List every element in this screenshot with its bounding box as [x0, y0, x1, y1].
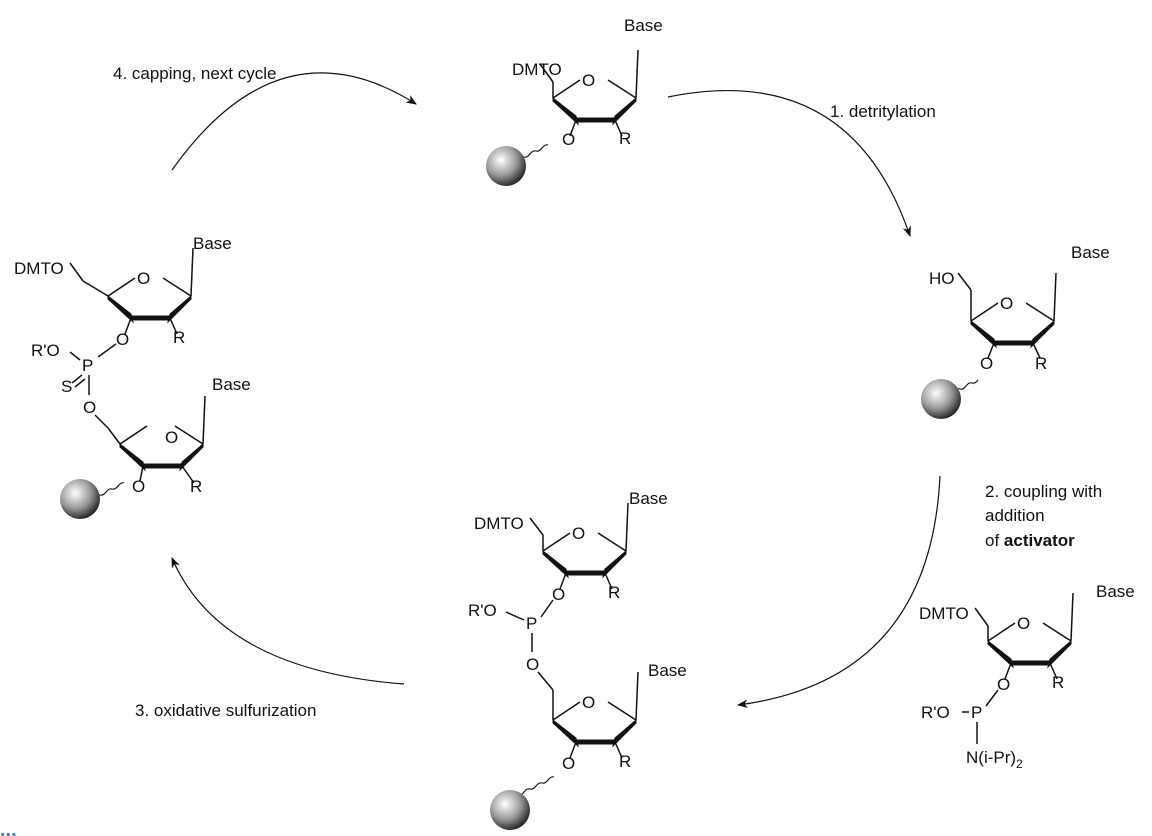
- r-prime-o-label: R'O: [468, 601, 497, 620]
- oxygen-3prime: O: [132, 477, 145, 496]
- r-substituent: R: [190, 477, 202, 496]
- dmto-label: DMTO: [512, 60, 562, 79]
- ring-oxygen: O: [1000, 294, 1013, 313]
- coupling-of-text: of: [985, 531, 1004, 550]
- arrow-coupling: [736, 475, 941, 709]
- molecule-support-bound-nucleoside: DMTO O Base O R: [486, 16, 663, 186]
- r-substituent: R: [173, 328, 185, 347]
- step-coupling-label-line2: addition: [985, 506, 1045, 525]
- sulfur: S: [61, 377, 72, 396]
- arrow-detritylation: [667, 90, 911, 238]
- r-prime-o-label: R'O: [31, 341, 60, 360]
- oxygen-3prime: O: [552, 585, 565, 604]
- oxygen-3prime: O: [997, 675, 1010, 694]
- phosphorus: P: [526, 614, 537, 633]
- molecule-phosphorothioate-dimer: DMTO O Base O R P R'O S O O Base O R: [14, 234, 251, 519]
- oxygen-3prime: O: [562, 130, 575, 149]
- ring-oxygen: O: [572, 524, 585, 543]
- r-substituent: R: [619, 752, 631, 771]
- solid-support-bead: [60, 479, 100, 519]
- solid-support-bead: [486, 146, 526, 186]
- molecule-detritylated-nucleoside: HO O Base O R: [921, 243, 1110, 419]
- oxygen-3prime: O: [562, 754, 575, 773]
- cropped-corner-text: ...: [0, 824, 17, 836]
- dmto-label: DMTO: [919, 604, 969, 623]
- base-label: Base: [629, 489, 668, 508]
- oxygen-linker: O: [83, 398, 96, 417]
- ring-oxygen: O: [137, 269, 150, 288]
- base-label: Base: [1071, 243, 1110, 262]
- ring-oxygen: O: [582, 693, 595, 712]
- oxygen-3prime: O: [116, 330, 129, 349]
- base-label: Base: [1096, 582, 1135, 601]
- amine-label: N(i-Pr)2: [966, 748, 1023, 771]
- ring-oxygen: O: [1017, 614, 1030, 633]
- dmto-label: DMTO: [14, 259, 64, 278]
- dmto-label: DMTO: [474, 514, 524, 533]
- oxygen-3prime: O: [980, 354, 993, 373]
- step-detritylation-label: 1. detritylation: [830, 102, 936, 121]
- base-label: Base: [212, 375, 251, 394]
- molecule-phosphite-dimer: DMTO O Base O R P R'O O O Base O R: [468, 489, 687, 830]
- r-substituent: R: [608, 583, 620, 602]
- base-label: Base: [648, 661, 687, 680]
- step-sulfurization-label: 3. oxidative sulfurization: [135, 701, 316, 720]
- step-coupling-label-line3: of activator: [985, 531, 1075, 550]
- ho-label: HO: [929, 269, 955, 288]
- base-label: Base: [624, 16, 663, 35]
- r-prime-o-label: R'O: [921, 703, 950, 722]
- step-coupling-label-line1: 2. coupling with: [985, 482, 1102, 501]
- base-label: Base: [193, 234, 232, 253]
- arrow-capping: [171, 72, 417, 171]
- ring-oxygen: O: [165, 428, 178, 447]
- oxygen-linker: O: [526, 655, 539, 674]
- r-substituent: R: [1035, 354, 1047, 373]
- r-substituent: R: [1052, 673, 1064, 692]
- ring-oxygen: O: [582, 71, 595, 90]
- arrow-sulfurization: [171, 557, 405, 685]
- molecule-phosphoramidite: DMTO O Base O R P R'O N(i-Pr)2: [919, 582, 1135, 771]
- r-substituent: R: [619, 129, 631, 148]
- activator-text: activator: [1004, 531, 1075, 550]
- step-capping-label: 4. capping, next cycle: [113, 64, 276, 83]
- phosphorus: P: [971, 703, 982, 722]
- solid-support-bead: [490, 790, 530, 830]
- solid-support-bead: [921, 379, 961, 419]
- phosphorus: P: [82, 356, 93, 375]
